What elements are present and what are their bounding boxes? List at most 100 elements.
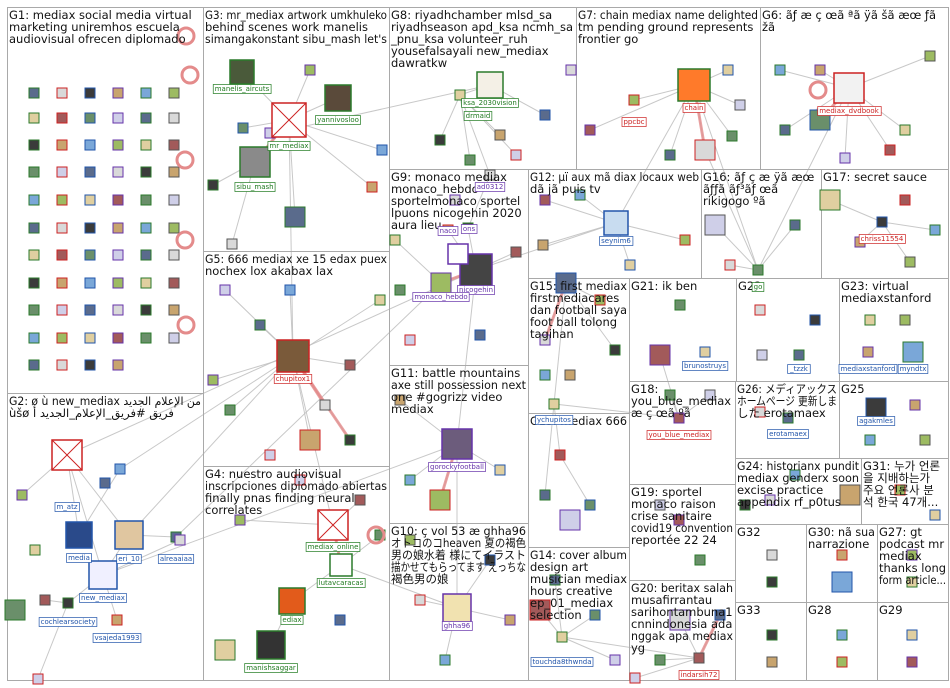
node-label-box [441, 621, 473, 631]
graph-node [112, 87, 124, 99]
hub-node [603, 210, 629, 236]
graph-node [140, 222, 152, 234]
node-label-box [315, 115, 361, 125]
graph-node [439, 654, 451, 666]
self-loop [808, 80, 828, 100]
graph-node [112, 332, 124, 344]
graph-node [344, 359, 356, 371]
hub-node [256, 630, 286, 660]
graph-node [554, 449, 566, 461]
graph-node [112, 222, 124, 234]
graph-node [894, 484, 906, 496]
graph-node [84, 139, 96, 151]
graph-node [16, 489, 28, 501]
graph-node [699, 346, 711, 358]
node-label-box [461, 98, 519, 108]
graph-node [140, 332, 152, 344]
graph-node [559, 509, 581, 531]
graph-node [726, 130, 738, 142]
node-label-box [682, 103, 706, 113]
graph-node [836, 656, 848, 668]
graph-edge [553, 282, 567, 405]
graph-node [207, 374, 219, 386]
node-label: chupitox1 [276, 375, 311, 383]
graph-node [555, 272, 577, 294]
node-label-box [463, 111, 493, 121]
graph-node [404, 474, 416, 486]
graph-node [484, 554, 496, 566]
node-label-box [157, 554, 195, 564]
graph-node [224, 404, 236, 416]
graph-node [779, 124, 791, 136]
panel-g29 [877, 602, 949, 681]
graph-node [84, 166, 96, 178]
graph-node [924, 50, 936, 62]
graph-node [376, 144, 388, 156]
graph-node [766, 629, 778, 641]
node-label: chain [685, 104, 704, 112]
graph-node [831, 571, 853, 593]
graph-node [722, 64, 734, 76]
node-label: gorockyfootball [430, 463, 484, 471]
node-label-box [621, 117, 647, 127]
graph-node [649, 344, 671, 366]
node-label: ychupitos [537, 416, 571, 424]
graph-node [549, 574, 561, 586]
hub-node [239, 146, 271, 178]
graph-node [284, 206, 306, 228]
node-label: mediax_online [308, 543, 359, 551]
node-label-box [535, 415, 574, 425]
node-labels: manelis_aircutsyannivosloomr_mediaxsibu_… [38, 84, 929, 680]
graph-edge [561, 636, 700, 659]
graph-edge [102, 443, 458, 576]
graph-node [899, 194, 911, 206]
graph-node [564, 369, 576, 381]
hub-node [833, 72, 865, 104]
graph-node [84, 87, 96, 99]
graph-node [669, 609, 691, 631]
graph-node [539, 369, 551, 381]
graph-node [62, 597, 74, 609]
graph-node [929, 509, 941, 521]
graph-node [28, 359, 40, 371]
node-label: eri_10 [118, 555, 140, 563]
graph-edge [757, 87, 850, 271]
node-label: manishsaggar [246, 664, 296, 672]
graph-node [84, 304, 96, 316]
graph-edge [37, 602, 69, 680]
node-label: touchda8thwnda [532, 658, 591, 666]
placeholder-cross [317, 509, 349, 541]
graph-node [484, 169, 496, 181]
graph-node [168, 139, 180, 151]
graph-node [112, 194, 124, 206]
graph-node [494, 464, 506, 476]
node-label-box [646, 430, 712, 440]
self-loop [366, 525, 386, 545]
graph-node [28, 166, 40, 178]
node-label-box [817, 106, 882, 116]
node-label: monaco_hebdo [414, 293, 467, 301]
graph-node [899, 314, 911, 326]
node-label-box [897, 364, 929, 374]
hub-node [278, 587, 306, 615]
graph-node [694, 554, 706, 566]
graph-node [234, 514, 246, 526]
self-loop [175, 150, 195, 170]
graph-node [84, 359, 96, 371]
node-label: alreaaiaa [160, 555, 192, 563]
node-label-box [38, 617, 98, 627]
node-label-box [682, 361, 729, 371]
graph-node [724, 259, 736, 271]
graph-node [344, 434, 356, 446]
node-label-box [79, 593, 127, 603]
node-label-box [767, 429, 809, 439]
